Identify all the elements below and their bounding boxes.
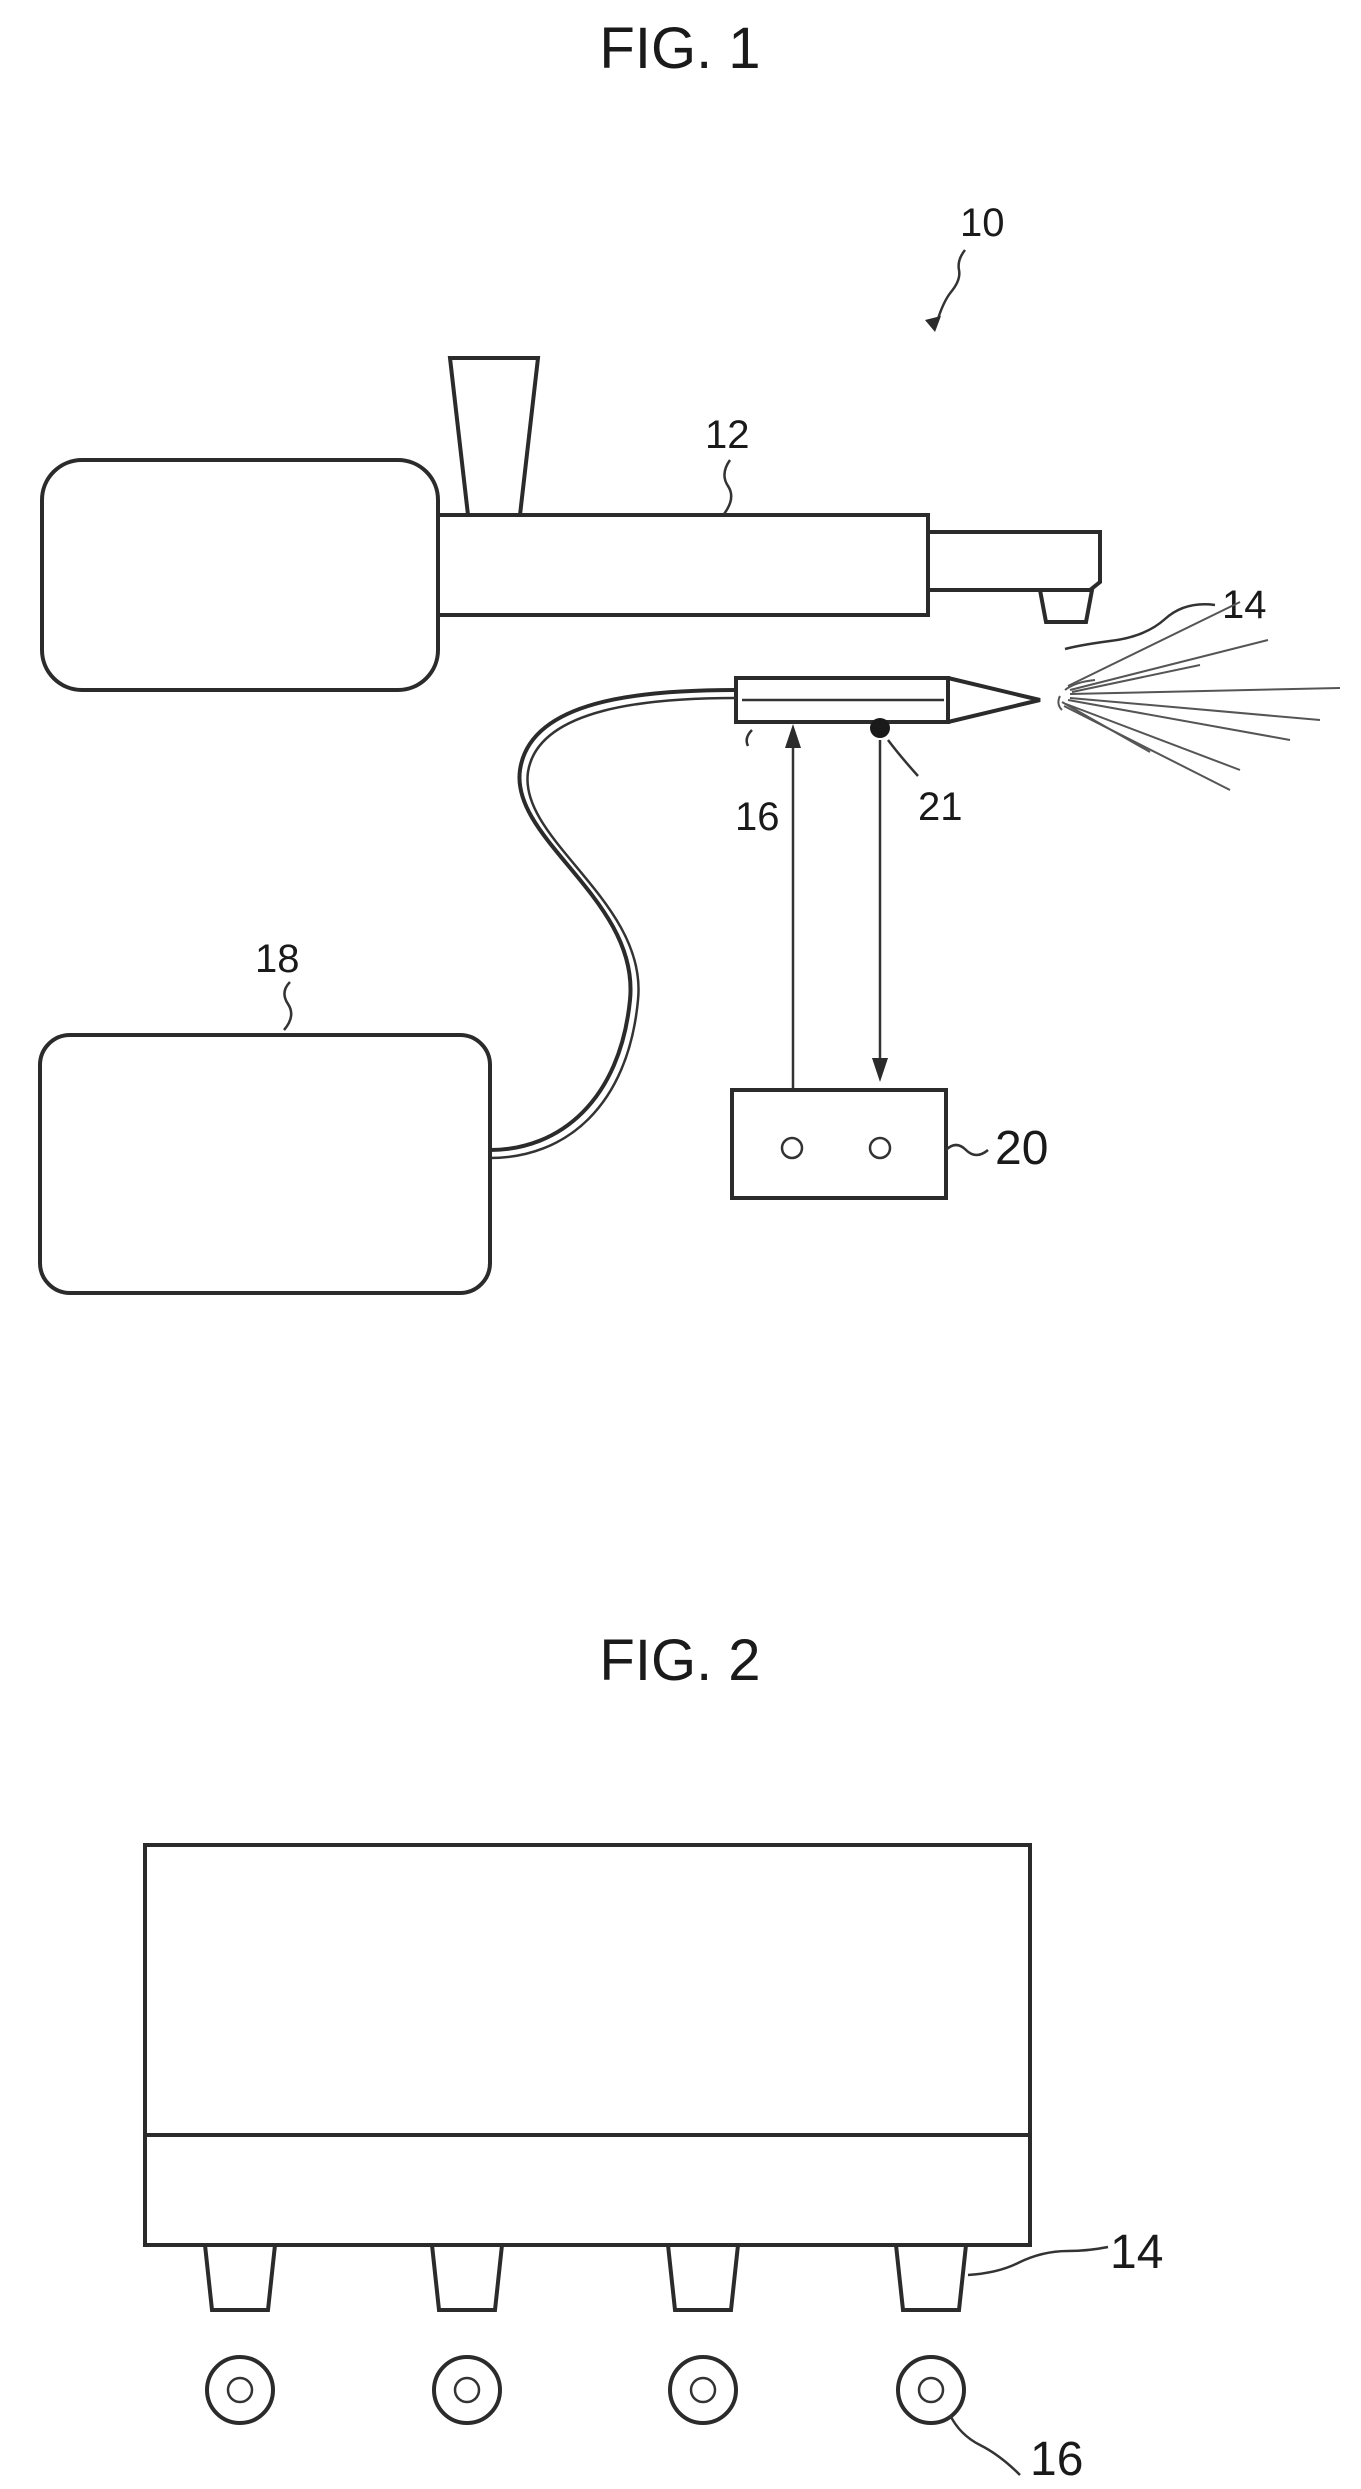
fig2-probe-1-inner bbox=[228, 2378, 252, 2402]
arrow-head-up bbox=[785, 724, 801, 748]
spray-plume bbox=[1058, 602, 1340, 790]
fig2-nozzle-3 bbox=[668, 2245, 738, 2310]
cable bbox=[490, 690, 736, 1150]
fig2-nozzles bbox=[205, 2245, 966, 2310]
controller-knob-1 bbox=[782, 1138, 802, 1158]
fig2-probe-4-inner bbox=[919, 2378, 943, 2402]
leader-12 bbox=[724, 460, 731, 514]
fig2-housing-upper bbox=[145, 1845, 1030, 2135]
label-sensor-21: 21 bbox=[918, 785, 963, 829]
fig2-title: FIG. 2 bbox=[599, 1628, 760, 1693]
fig2-leader-14 bbox=[968, 2247, 1108, 2275]
sensor-21-dot bbox=[870, 718, 890, 738]
fig2-probes bbox=[207, 2357, 964, 2423]
label-nozzle-14: 14 bbox=[1222, 583, 1267, 627]
controller-box bbox=[732, 1090, 946, 1198]
extruder-barrel bbox=[438, 515, 928, 615]
fig2-probe-3-outer bbox=[670, 2357, 736, 2423]
probe-tip bbox=[948, 678, 1040, 722]
fig2-probe-2-inner bbox=[455, 2378, 479, 2402]
fig1-title: FIG. 1 bbox=[599, 16, 760, 81]
fig2-probe-1-outer bbox=[207, 2357, 273, 2423]
label-extruder-12: 12 bbox=[705, 413, 750, 457]
fig2-nozzle-1 bbox=[205, 2245, 275, 2310]
leader-10 bbox=[937, 250, 965, 322]
fig2-housing-lower bbox=[145, 2135, 1030, 2245]
arrow-head-down bbox=[872, 1058, 888, 1082]
leader-16 bbox=[747, 730, 752, 746]
label-system-10: 10 bbox=[960, 201, 1005, 245]
fig2-leader-16 bbox=[950, 2415, 1020, 2475]
nozzle-tip bbox=[1040, 590, 1092, 622]
fig2-nozzle-4 bbox=[896, 2245, 966, 2310]
generator-box bbox=[40, 1035, 490, 1293]
leader-21 bbox=[888, 740, 918, 776]
label-generator-18: 18 bbox=[255, 937, 300, 981]
fig2-probe-2-outer bbox=[434, 2357, 500, 2423]
fig2-nozzle-2 bbox=[432, 2245, 502, 2310]
motor-block bbox=[42, 460, 438, 690]
label-probe-16: 16 bbox=[735, 795, 780, 839]
leader-20 bbox=[946, 1145, 988, 1155]
controller-knob-2 bbox=[870, 1138, 890, 1158]
hopper bbox=[450, 358, 538, 515]
arrow-head-10 bbox=[925, 316, 941, 332]
fig2-label-probes-16: 16 bbox=[1030, 2433, 1083, 2486]
label-controller-20: 20 bbox=[995, 1122, 1048, 1175]
fig2-probe-3-inner bbox=[691, 2378, 715, 2402]
fig2-label-nozzles-14: 14 bbox=[1110, 2226, 1163, 2279]
fig2-probe-4-outer bbox=[898, 2357, 964, 2423]
leader-18 bbox=[284, 982, 291, 1030]
extruder-head bbox=[928, 532, 1100, 590]
